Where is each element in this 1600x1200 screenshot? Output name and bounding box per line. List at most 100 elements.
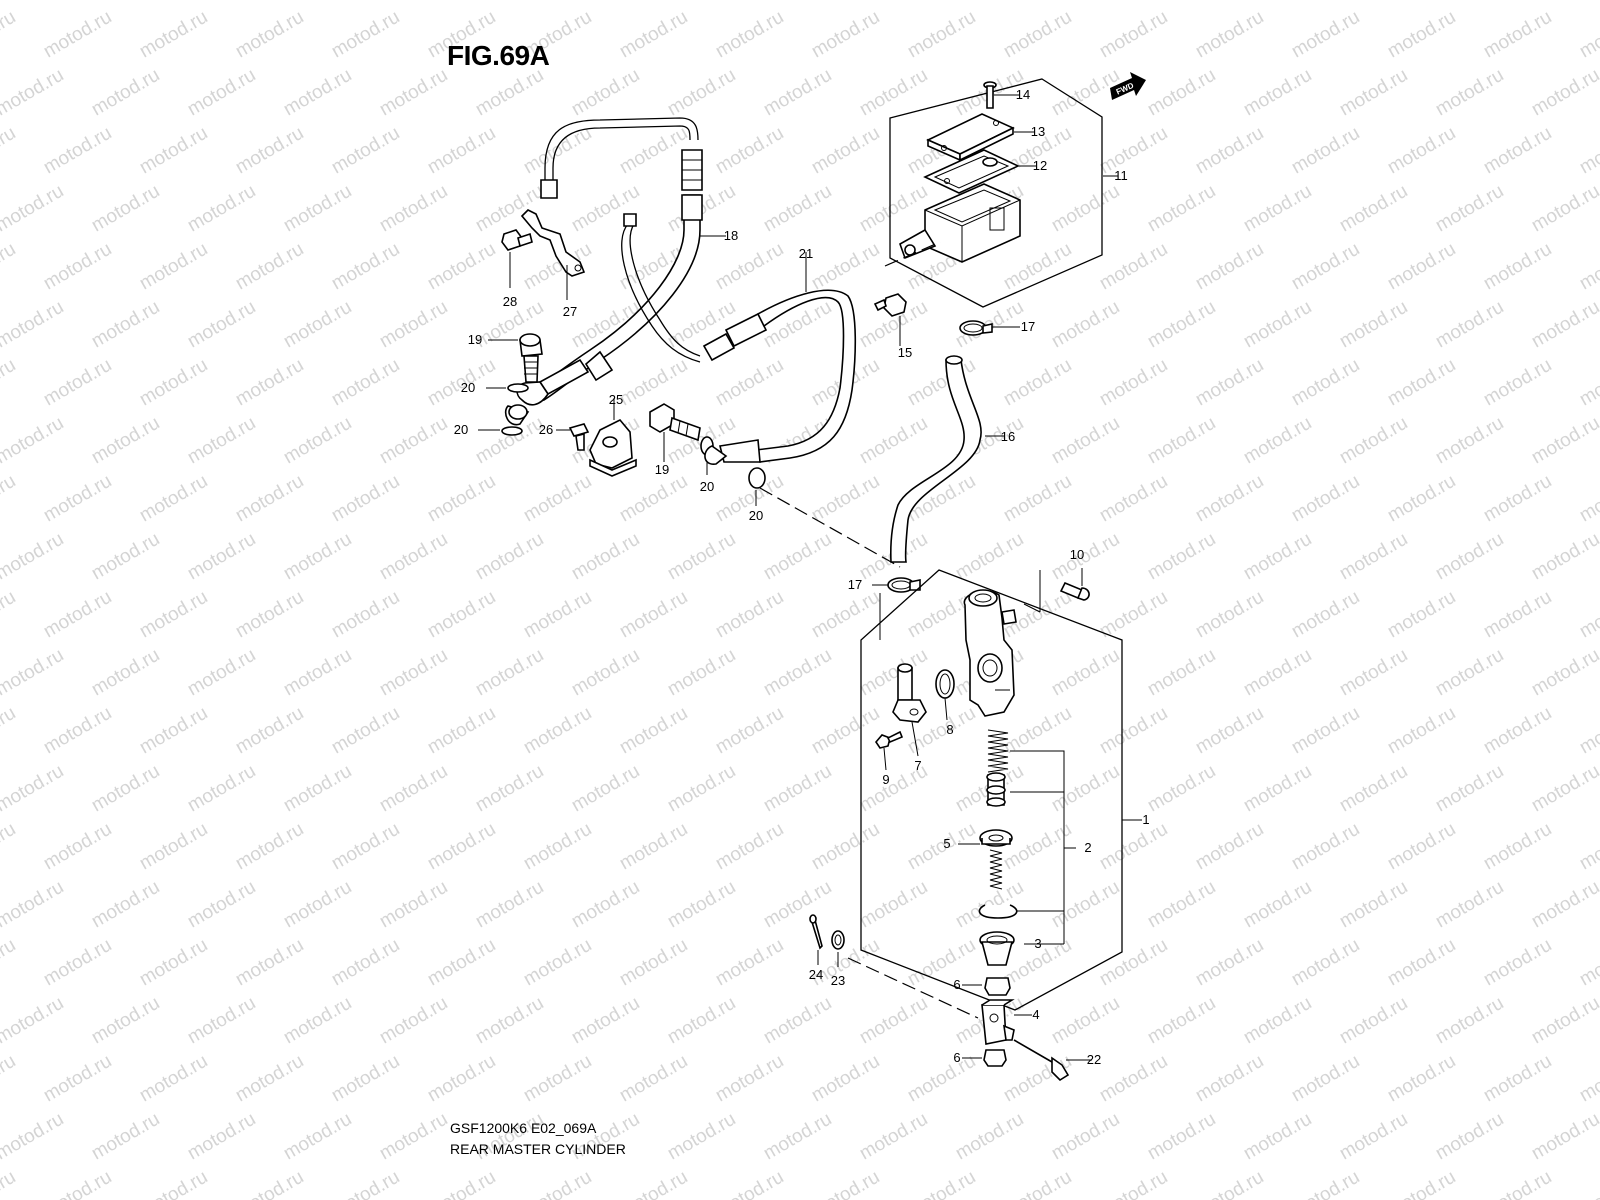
watermark-text: motod.ru: [712, 1167, 787, 1200]
callout-number: 12: [1033, 158, 1047, 173]
watermark-text: motod.ru: [952, 877, 1027, 933]
watermark-text: motod.ru: [280, 1109, 355, 1165]
watermark-text: motod.ru: [1432, 0, 1507, 4]
watermark-text: motod.ru: [1336, 877, 1411, 933]
watermark-text: motod.ru: [1288, 239, 1363, 295]
watermark-text: motod.ru: [712, 355, 787, 411]
watermark-text: motod.ru: [40, 471, 115, 527]
callout-number: 23: [831, 973, 845, 988]
watermark-text: motod.ru: [1096, 471, 1171, 527]
callout-number: 8: [946, 722, 953, 737]
callout-number: 2: [1084, 840, 1091, 855]
watermark-text: motod.ru: [664, 993, 739, 1049]
watermark-text: motod.ru: [808, 1051, 883, 1107]
watermark-text: motod.ru: [1000, 471, 1075, 527]
watermark-text: motod.ru: [664, 645, 739, 701]
watermark-text: motod.ru: [136, 935, 211, 991]
watermark-text: motod.ru: [184, 181, 259, 237]
watermark-text: motod.ru: [856, 1109, 931, 1165]
watermark-text: motod.ru: [1528, 645, 1600, 701]
watermark-text: motod.ru: [424, 1051, 499, 1107]
watermark-text: motod.ru: [424, 819, 499, 875]
watermark-text: motod.ru: [280, 413, 355, 469]
watermark-text: motod.ru: [952, 529, 1027, 585]
reservoir-cap-screw: [983, 81, 1020, 109]
callout-bracket: [1010, 750, 1065, 912]
watermark-text: motod.ru: [184, 761, 259, 817]
watermark-text: motod.ru: [760, 529, 835, 585]
lock-nut-upper: [962, 977, 1011, 996]
callout-number: 11: [1114, 168, 1128, 183]
watermark-text: motod.ru: [1336, 645, 1411, 701]
watermark-text: motod.ru: [808, 819, 883, 875]
watermark-text: motod.ru: [472, 0, 547, 4]
watermark-text: motod.ru: [1096, 7, 1171, 63]
watermark-text: motod.ru: [712, 7, 787, 63]
watermark-text: motod.ru: [568, 645, 643, 701]
watermark-text: motod.ru: [808, 1167, 883, 1200]
watermark-text: motod.ru: [1384, 587, 1459, 643]
watermark-text: motod.ru: [1048, 0, 1123, 4]
watermark-text: motod.ru: [1144, 0, 1219, 4]
watermark-text: motod.ru: [1144, 65, 1219, 121]
watermark-text: motod.ru: [328, 935, 403, 991]
watermark-text: motod.ru: [424, 703, 499, 759]
watermark-text: motod.ru: [88, 993, 163, 1049]
watermark-text: motod.ru: [232, 1167, 307, 1200]
watermark-text: motod.ru: [88, 761, 163, 817]
watermark-text: motod.ru: [424, 1167, 499, 1200]
clevis-pin: [1013, 1039, 1092, 1082]
watermark-text: motod.ru: [376, 761, 451, 817]
watermark-text: motod.ru: [712, 587, 787, 643]
callout-number: 22: [1087, 1052, 1101, 1067]
watermark-text: motod.ru: [1240, 645, 1315, 701]
reservoir-assembly-outline: [889, 78, 1103, 308]
watermark-text: motod.ru: [0, 297, 67, 353]
watermark-text: motod.ru: [136, 7, 211, 63]
watermark-text: motod.ru: [1336, 0, 1411, 4]
watermark-text: motod.ru: [424, 239, 499, 295]
watermark-text: motod.ru: [1192, 239, 1267, 295]
watermark-text: motod.ru: [904, 7, 979, 63]
watermark-text: motod.ru: [664, 877, 739, 933]
master-cylinder-assembly-outline: [860, 569, 1123, 1011]
watermark-text: motod.ru: [1528, 0, 1600, 4]
watermark-text: motod.ru: [1240, 1109, 1315, 1165]
callout-number: 20: [700, 479, 714, 494]
watermark-text: motod.ru: [904, 819, 979, 875]
watermark-text: motod.ru: [1576, 1051, 1600, 1107]
watermark-text: motod.ru: [1432, 761, 1507, 817]
watermark-text: motod.ru: [136, 1051, 211, 1107]
watermark-text: motod.ru: [1576, 935, 1600, 991]
watermark-text: motod.ru: [136, 703, 211, 759]
callout-number: 17: [1021, 319, 1035, 334]
watermark-text: motod.ru: [1144, 413, 1219, 469]
watermark-text: motod.ru: [88, 0, 163, 4]
watermark-text: motod.ru: [616, 935, 691, 991]
watermark-text: motod.ru: [0, 935, 19, 991]
watermark-text: motod.ru: [616, 819, 691, 875]
callout-number: 15: [898, 345, 912, 360]
callout-number: 25: [609, 392, 623, 407]
watermark-text: motod.ru: [88, 181, 163, 237]
banjo-bolt-upper: [488, 333, 543, 383]
watermark-text: motod.ru: [376, 877, 451, 933]
watermark-text: motod.ru: [1336, 181, 1411, 237]
watermark-text: motod.ru: [1000, 703, 1075, 759]
connector-screw: [874, 730, 904, 771]
watermark-text: motod.ru: [1528, 877, 1600, 933]
watermark-text: motod.ru: [376, 1109, 451, 1165]
master-cylinder-body: [963, 589, 1017, 717]
watermark-text: motod.ru: [376, 645, 451, 701]
watermark-text: motod.ru: [760, 993, 835, 1049]
watermark-text: motod.ru: [1096, 703, 1171, 759]
watermark-text: motod.ru: [1576, 355, 1600, 411]
watermark-text: motod.ru: [1432, 1109, 1507, 1165]
watermark-text: motod.ru: [760, 1109, 835, 1165]
watermark-text: motod.ru: [328, 703, 403, 759]
hose-connector: [892, 663, 927, 757]
watermark-text: motod.ru: [520, 587, 595, 643]
watermark-text: motod.ru: [1384, 1051, 1459, 1107]
watermark-text: motod.ru: [616, 1167, 691, 1200]
watermark-text: motod.ru: [856, 413, 931, 469]
